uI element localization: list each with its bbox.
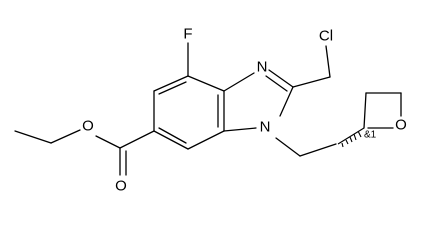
bond-ch2-ch3 — [14, 130, 52, 144]
atom-cl-label: Cl — [319, 28, 333, 45]
bond-n3-c2 — [268, 69, 294, 88]
bond-c3a-n3 — [223, 72, 255, 92]
bond-ch2-cl — [325, 45, 331, 78]
bond-o-ch2 — [50, 129, 81, 144]
molecule-structure: F Cl N N O O O &1 — [14, 26, 407, 195]
bond-c5-c4-inner — [158, 81, 187, 95]
atom-n-ring-label: N — [260, 119, 271, 136]
bond-c7-c6 — [153, 130, 189, 150]
bond-c7-c6-inner — [158, 127, 187, 144]
bond-c2-ch2 — [292, 76, 331, 88]
atom-f-label: F — [183, 26, 192, 43]
bond-c5-c4 — [153, 75, 189, 92]
bond-n3-c2-inner — [265, 75, 288, 92]
bond-n1-ch2 — [275, 137, 301, 157]
atom-o-oxetane-label: O — [395, 117, 407, 134]
atom-o-ester-label: O — [82, 118, 94, 135]
bond-ch2-oxetane — [299, 143, 337, 157]
bond-c2-n1 — [279, 86, 294, 117]
bond-n1-c7a — [223, 127, 257, 132]
bond-c7a-c7 — [187, 130, 225, 150]
stereo-hash-bond — [337, 127, 365, 148]
bond-c6-carbonyl — [119, 130, 155, 149]
bond-oxetane-c2-c3 — [363, 92, 367, 129]
atom-o-carbonyl-label: O — [115, 178, 127, 195]
bond-carbonyl-o-ester — [95, 135, 121, 149]
atom-n-imine-label: N — [257, 59, 268, 76]
stereo-descriptor-label: &1 — [364, 130, 377, 141]
bond-c4-c3a — [187, 75, 225, 92]
